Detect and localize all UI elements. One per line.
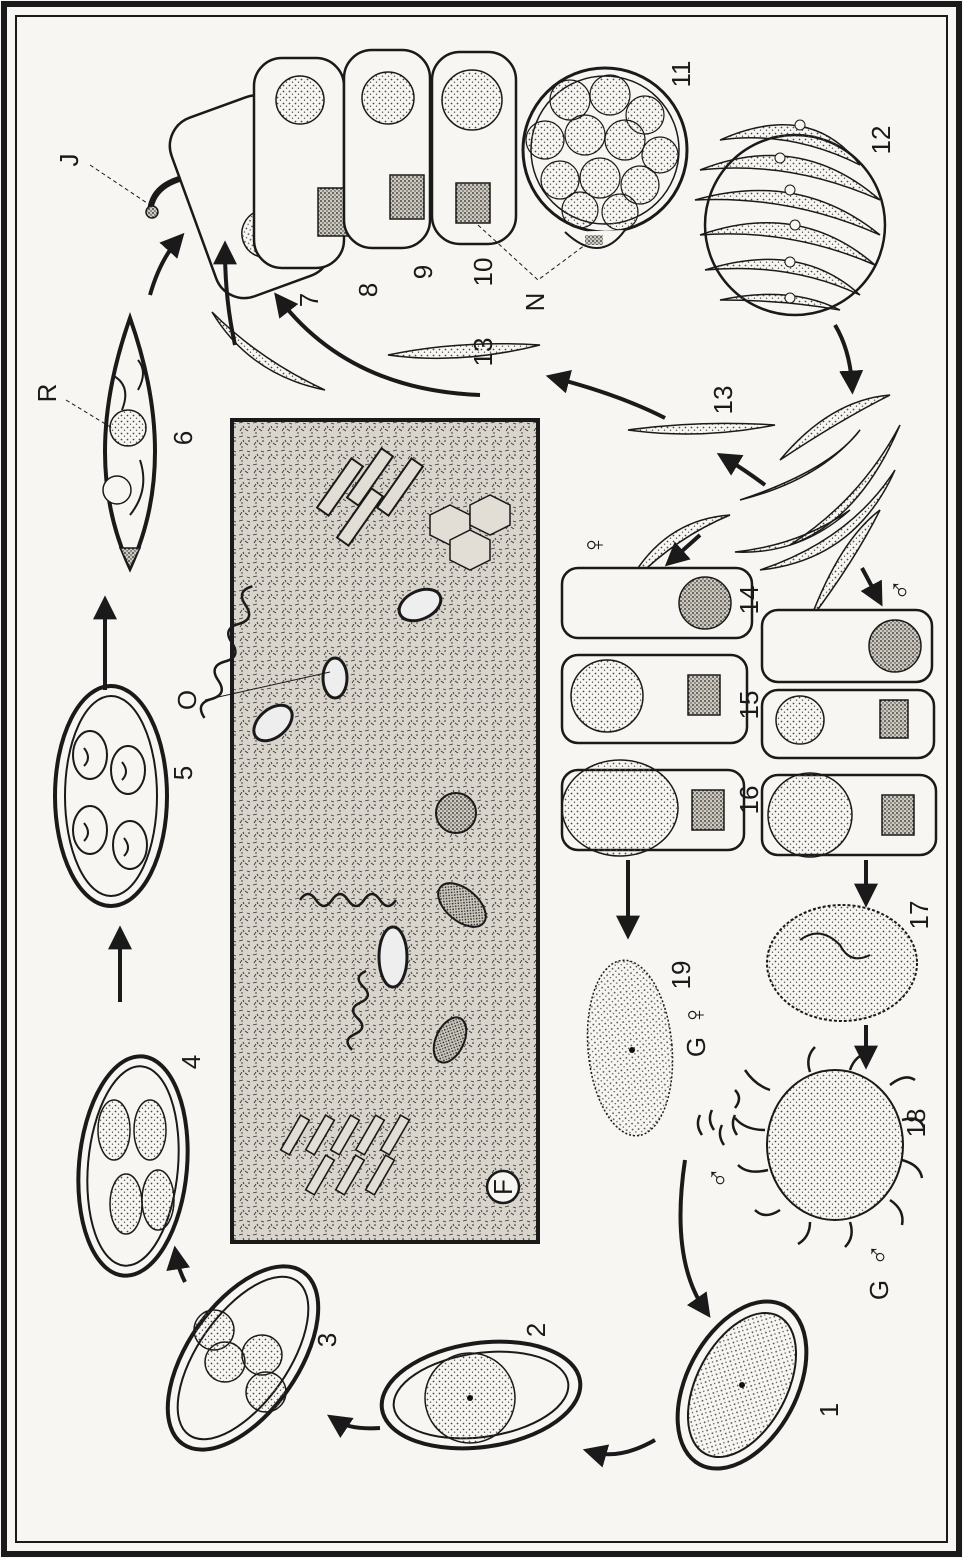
male-symbol-microgametes: ♂ bbox=[702, 1167, 735, 1190]
label-6: 6 bbox=[168, 431, 198, 445]
label-14: 14 bbox=[734, 586, 764, 615]
label-12: 12 bbox=[866, 126, 896, 155]
label-o: O bbox=[172, 690, 202, 710]
label-f: F bbox=[488, 1179, 518, 1195]
stage-12-merozoite-cluster bbox=[695, 120, 885, 315]
stage-3-oocyst bbox=[138, 1240, 349, 1475]
label-16: 16 bbox=[734, 786, 764, 815]
stage-1-oocyst bbox=[651, 1280, 833, 1491]
stage-6-sporocyst bbox=[103, 318, 155, 568]
stage-11-schizont bbox=[523, 68, 687, 248]
female-gametocyte-cells bbox=[562, 568, 752, 856]
label-7: 7 bbox=[294, 293, 324, 307]
intestinal-tissue-panel: F bbox=[198, 420, 538, 1242]
label-17: 17 bbox=[904, 901, 934, 930]
label-3: 3 bbox=[312, 1333, 342, 1347]
stage-5-sporulated-oocyst bbox=[55, 686, 167, 906]
label-19: 19 bbox=[666, 961, 696, 990]
label-13a: 13 bbox=[468, 338, 498, 367]
label-10: 10 bbox=[468, 258, 498, 287]
free-microgametes bbox=[698, 1090, 739, 1145]
label-1: 1 bbox=[814, 1403, 844, 1417]
stage-17-microgametocyte bbox=[767, 905, 917, 1021]
male-symbol-cells: ♂ bbox=[884, 579, 917, 602]
stage-4-sporocysts bbox=[70, 1052, 197, 1281]
label-2: 2 bbox=[521, 1323, 551, 1337]
label-18: 18 bbox=[901, 1109, 931, 1138]
label-j: J bbox=[54, 154, 84, 167]
male-gametocyte-cells bbox=[762, 610, 936, 857]
label-4: 4 bbox=[176, 1055, 206, 1069]
label-9: 9 bbox=[408, 265, 438, 279]
male-symbol-gamete: ♂ bbox=[862, 1244, 895, 1267]
label-13b: 13 bbox=[708, 386, 738, 415]
stage-19-macrogamete bbox=[580, 957, 679, 1140]
label-n: N bbox=[520, 293, 550, 312]
label-g-male: G bbox=[864, 1280, 894, 1300]
stage-2-oocyst bbox=[375, 1330, 588, 1461]
label-8: 8 bbox=[353, 283, 383, 297]
female-symbol-cells: ♀ bbox=[578, 534, 611, 557]
host-cells-7-10 bbox=[161, 50, 516, 307]
label-15: 15 bbox=[734, 691, 764, 720]
female-symbol-gamete: ♀ bbox=[679, 1004, 712, 1027]
label-g-female: G bbox=[681, 1037, 711, 1057]
label-5: 5 bbox=[168, 766, 198, 780]
stage-18-microgametes-release bbox=[735, 1047, 924, 1247]
label-11: 11 bbox=[666, 61, 696, 88]
label-r: R bbox=[32, 384, 62, 403]
